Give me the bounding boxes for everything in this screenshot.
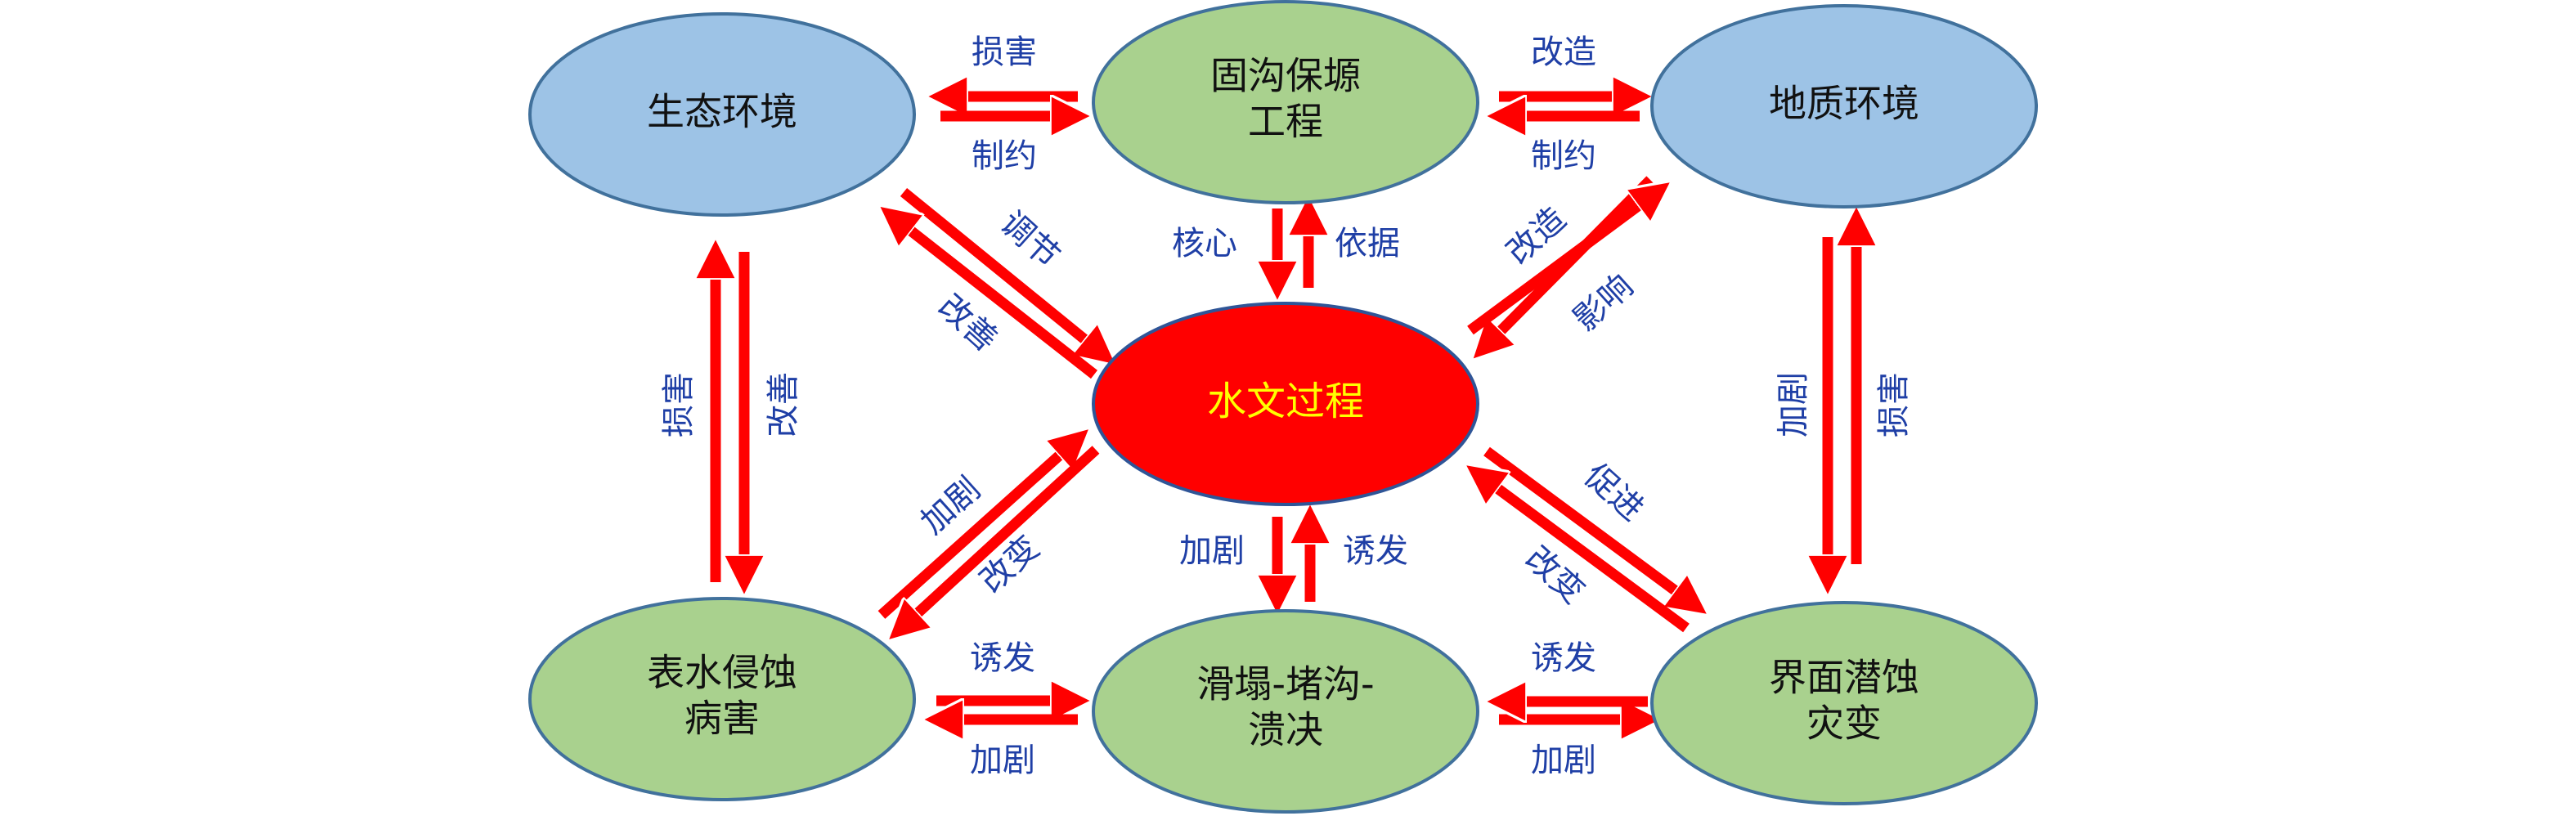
label-eco-surface-a: 损害 <box>660 372 698 437</box>
label-eco-gully-top: 损害 <box>972 34 1037 71</box>
node-interface: 界面潜蚀 灾变 <box>1650 601 2038 805</box>
node-landslide-label-line2: 溃决 <box>1248 708 1323 752</box>
node-ecology-shape <box>528 12 916 217</box>
label-gully-geo-top: 改造 <box>1531 34 1596 71</box>
label-eco-surface-b: 改善 <box>765 372 802 437</box>
node-gully-shape <box>1092 0 1479 204</box>
node-landslide-label-line1: 滑塌-堵沟- <box>1196 662 1374 706</box>
label-geo-hydro-b: 影响 <box>1567 267 1640 339</box>
label-landslide-interface-top: 诱发 <box>1531 639 1596 677</box>
label-geo-interface-a: 加剧 <box>1775 372 1812 437</box>
node-surface-erosion-shape <box>528 597 916 801</box>
label-surface-hydro-b: 改变 <box>973 529 1047 601</box>
label-hydro-landslide-right: 诱发 <box>1343 532 1408 570</box>
label-eco-gully-bottom: 制约 <box>972 137 1037 175</box>
arrows-layer <box>716 96 1856 720</box>
node-geology-shape <box>1650 4 2038 208</box>
node-surface-erosion: 表水侵蚀 病害 <box>528 597 916 801</box>
node-gully: 固沟保塬 工程 <box>1092 0 1479 204</box>
node-surface-erosion-label-line2: 病害 <box>684 697 760 741</box>
arrow-interface-to-hydro <box>1476 473 1690 633</box>
node-interface-shape <box>1650 601 2038 805</box>
node-interface-label-line1: 界面潜蚀 <box>1769 656 1919 700</box>
label-surface-landslide-bottom: 加剧 <box>970 742 1035 779</box>
node-interface-label-line2: 灾变 <box>1806 702 1882 746</box>
arrow-hydro-to-geo <box>1467 190 1660 335</box>
node-hydro-shape <box>1092 302 1479 506</box>
node-ecology-label: 生态环境 <box>647 90 797 134</box>
arrow-hydro-to-surface <box>898 446 1100 631</box>
label-surface-landslide-top: 诱发 <box>970 639 1035 677</box>
label-gully-hydro-right: 依据 <box>1335 225 1400 262</box>
node-geology: 地质环境 <box>1650 4 2038 208</box>
label-hydro-landslide-left: 加剧 <box>1179 532 1245 570</box>
node-ecology: 生态环境 <box>528 12 916 217</box>
node-hydro: 水文过程 <box>1092 302 1479 506</box>
node-hydro-label: 水文过程 <box>1207 379 1364 424</box>
arrow-eco-to-hydro <box>900 187 1106 356</box>
label-eco-hydro-a: 调节 <box>993 204 1066 276</box>
label-gully-hydro-left: 核心 <box>1172 225 1237 262</box>
arrow-hydro-to-eco <box>890 214 1098 379</box>
arrow-surface-to-hydro <box>877 437 1079 619</box>
node-landslide-shape <box>1092 609 1479 814</box>
label-geo-interface-b: 损害 <box>1875 372 1913 437</box>
node-surface-erosion-label-line1: 表水侵蚀 <box>647 651 797 695</box>
node-landslide: 滑塌-堵沟- 溃决 <box>1092 609 1479 814</box>
node-geology-label: 地质环境 <box>1769 82 1919 126</box>
label-gully-geo-bottom: 制约 <box>1531 137 1596 175</box>
node-gully-label-line1: 固沟保塬 <box>1210 54 1361 98</box>
node-gully-label-line2: 工程 <box>1248 100 1323 144</box>
arrow-hydro-to-interface <box>1483 446 1697 607</box>
label-hydro-interface-a: 促进 <box>1577 457 1650 529</box>
label-landslide-interface-bottom: 加剧 <box>1531 742 1596 779</box>
